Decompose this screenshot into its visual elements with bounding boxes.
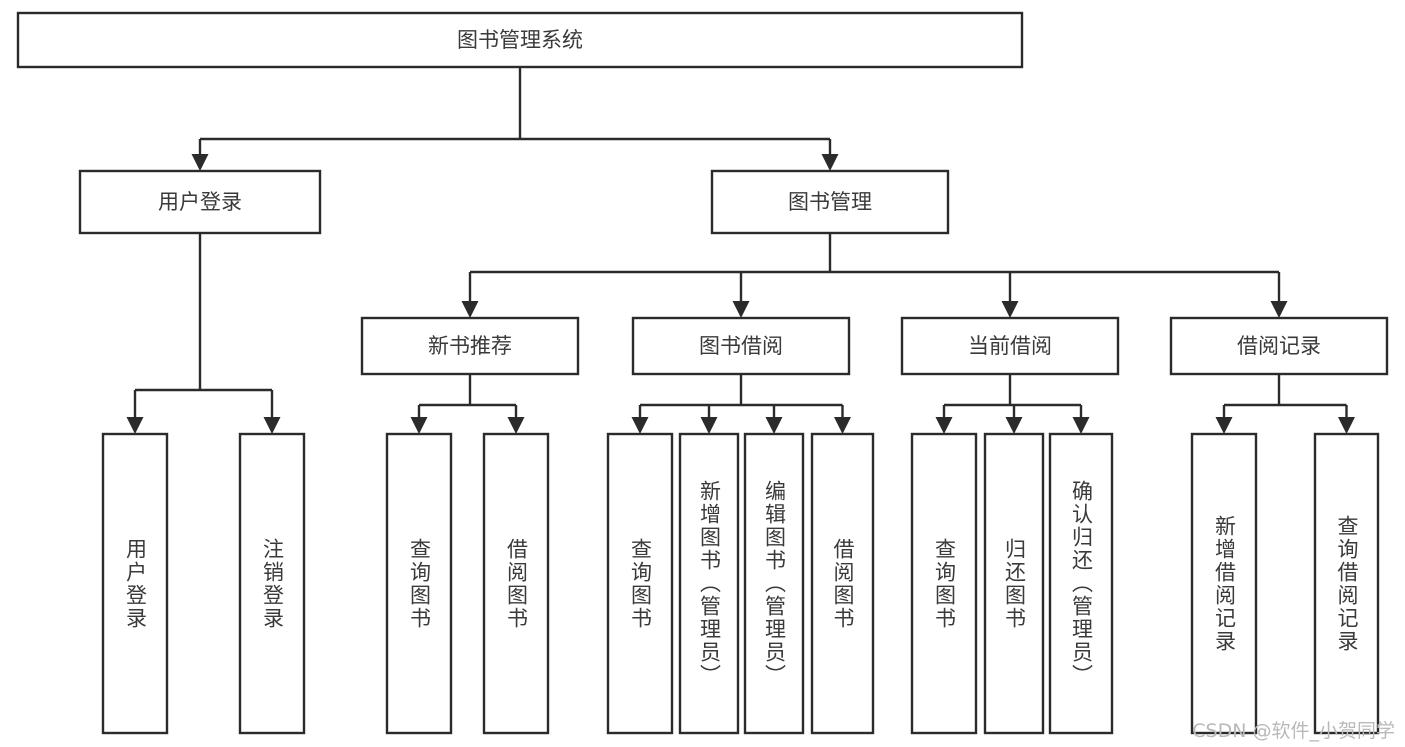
node-borrow-record[interactable]: 借阅记录 <box>1169 316 1389 376</box>
node-label: 图书管理系统 <box>457 28 583 52</box>
node-leaf-add-book[interactable] <box>678 432 740 735</box>
node-root[interactable]: 图书管理系统 <box>16 11 1024 69</box>
node-user-login[interactable]: 用户登录 <box>78 169 322 235</box>
node-leaf-return-book[interactable] <box>983 432 1045 735</box>
arrow-head-icon <box>765 417 783 434</box>
node-box[interactable] <box>1190 432 1258 735</box>
node-box[interactable] <box>678 432 740 735</box>
node-current-borrow[interactable]: 当前借阅 <box>900 316 1120 376</box>
arrow-head-icon <box>263 417 281 434</box>
node-label: 借阅记录 <box>1237 334 1321 358</box>
node-box[interactable] <box>631 316 851 376</box>
node-box[interactable] <box>910 432 978 735</box>
arrow-head-icon <box>1072 417 1090 434</box>
node-leaf-user-login[interactable] <box>101 432 169 735</box>
node-leaf-query-book-recommend[interactable] <box>385 432 453 735</box>
node-box[interactable] <box>238 432 306 735</box>
node-leaf-edit-book[interactable] <box>743 432 805 735</box>
connector-book-manage-to-level2 <box>461 233 1288 318</box>
arrow-head-icon <box>700 417 718 434</box>
arrow-head-icon <box>1005 417 1023 434</box>
node-box[interactable] <box>983 432 1045 735</box>
arrow-head-icon <box>1215 417 1233 434</box>
arrow-head-icon <box>126 417 144 434</box>
node-box[interactable] <box>78 169 322 235</box>
node-box[interactable] <box>385 432 453 735</box>
node-box[interactable] <box>1313 432 1380 735</box>
node-box[interactable] <box>606 432 674 735</box>
node-label: 当前借阅 <box>968 334 1052 358</box>
arrow-head-icon <box>834 417 851 434</box>
arrow-head-icon <box>1001 301 1019 318</box>
arrow-head-icon <box>1270 301 1288 318</box>
arrow-head-icon <box>1338 417 1355 434</box>
arrow-head-icon <box>191 154 209 171</box>
node-leaf-logout[interactable] <box>238 432 306 735</box>
connector-current-borrow-to-leaves <box>935 374 1090 434</box>
arrow-head-icon <box>507 417 525 434</box>
node-box[interactable] <box>360 316 580 376</box>
node-box[interactable] <box>101 432 169 735</box>
arrow-head-icon <box>732 301 750 318</box>
node-box[interactable] <box>16 11 1024 69</box>
node-box[interactable] <box>482 432 550 735</box>
node-box[interactable] <box>900 316 1120 376</box>
node-label: 图书借阅 <box>699 334 783 358</box>
arrow-head-icon <box>461 301 479 318</box>
arrow-head-icon <box>631 417 649 434</box>
connector-new-book-recommend-to-leaves <box>410 374 525 434</box>
node-leaf-confirm-return[interactable] <box>1048 432 1114 735</box>
node-box[interactable] <box>1169 316 1389 376</box>
connector-borrow-record-to-leaves <box>1215 374 1355 434</box>
node-leaf-borrow-book-recommend[interactable] <box>482 432 550 735</box>
node-box[interactable] <box>710 169 950 235</box>
node-leaf-query-book-current[interactable] <box>910 432 978 735</box>
connector-root-to-level1 <box>191 67 839 171</box>
arrow-head-icon <box>821 154 839 171</box>
node-new-book-recommend[interactable]: 新书推荐 <box>360 316 580 376</box>
node-box[interactable] <box>1048 432 1114 735</box>
node-book-manage[interactable]: 图书管理 <box>710 169 950 235</box>
node-label: 用户登录 <box>158 190 242 214</box>
connector-user-login-to-leaves <box>126 233 281 434</box>
node-label: 图书管理 <box>788 190 872 214</box>
node-box[interactable] <box>810 432 875 735</box>
connector-layer <box>126 67 1355 434</box>
arrow-head-icon <box>410 417 428 434</box>
node-leaf-query-borrow-record[interactable] <box>1313 432 1380 735</box>
watermark: CSDN @软件_小贺同学 <box>1192 720 1395 742</box>
node-box[interactable] <box>743 432 805 735</box>
arrow-head-icon <box>935 417 953 434</box>
node-leaf-add-borrow-record[interactable] <box>1190 432 1258 735</box>
node-leaf-query-book-borrow[interactable] <box>606 432 674 735</box>
node-label: 新书推荐 <box>428 334 512 358</box>
node-leaf-borrow-book[interactable] <box>810 432 875 735</box>
connector-book-borrow-to-leaves <box>631 374 851 434</box>
node-book-borrow[interactable]: 图书借阅 <box>631 316 851 376</box>
